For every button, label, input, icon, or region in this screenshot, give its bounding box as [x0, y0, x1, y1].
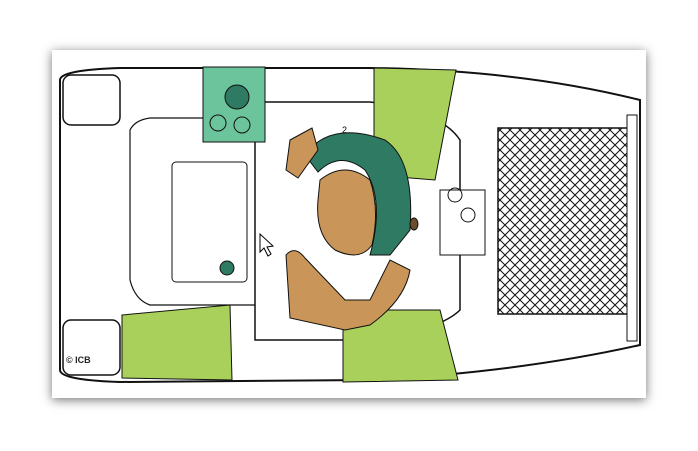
table-main — [317, 169, 377, 256]
stern-step-bottom — [62, 319, 121, 376]
helm-wheel-icon — [219, 260, 235, 276]
helm-seat — [304, 132, 412, 256]
copyright-label: © ICB — [66, 355, 91, 365]
trampoline-net — [497, 127, 631, 315]
seat-bottom — [285, 250, 411, 331]
cushion-aft-bottom — [121, 304, 233, 381]
grill-icon — [224, 84, 250, 110]
seat-top — [285, 127, 319, 179]
number-label: 2 — [342, 125, 347, 135]
stern-step-top — [62, 74, 121, 126]
chart-table — [171, 161, 248, 283]
cursor-arrow-icon — [259, 232, 275, 257]
cushion-forward-bottom — [342, 309, 459, 383]
